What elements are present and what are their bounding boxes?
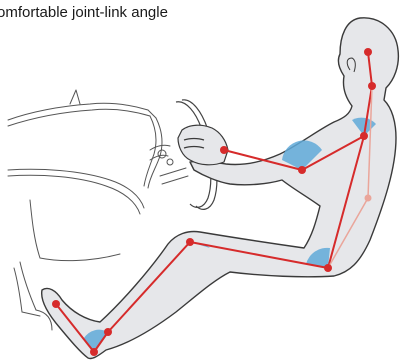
joint-wrist [220, 146, 228, 154]
joint-spine [365, 195, 372, 202]
joint-hip [324, 264, 332, 272]
driver-body [42, 18, 399, 359]
joint-toe [52, 300, 60, 308]
joint-elbow [298, 166, 306, 174]
joint-knee [186, 238, 194, 246]
joint-neck [368, 82, 376, 90]
joint-heel [90, 348, 98, 356]
joint-shoulder [360, 132, 368, 140]
hand [178, 125, 228, 165]
joint-ankle [104, 328, 112, 336]
joint-head [364, 48, 372, 56]
